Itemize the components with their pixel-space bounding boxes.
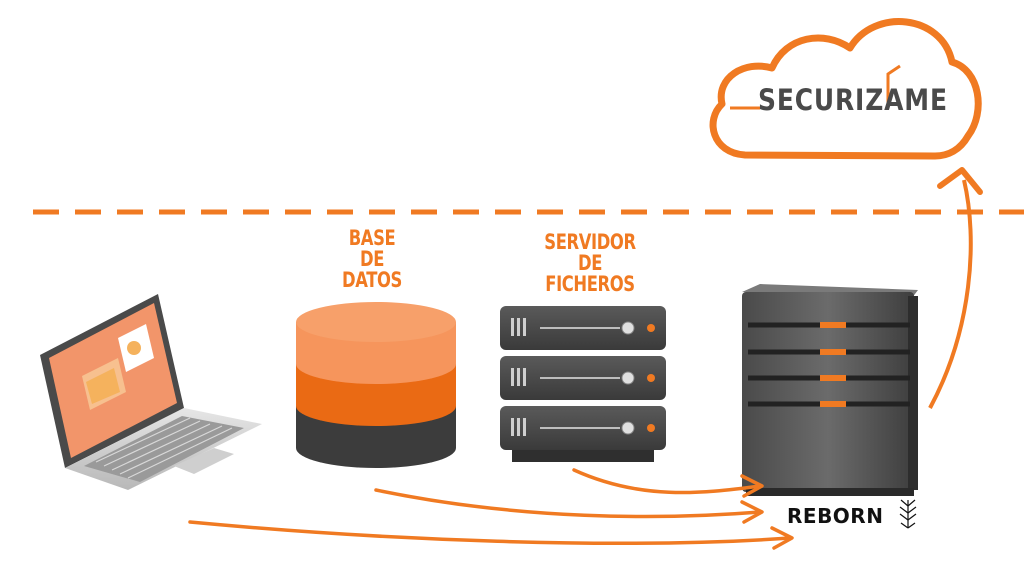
laptop-flow-arrow xyxy=(188,520,792,545)
securizame-logo: SECURIZAME xyxy=(758,83,948,117)
file-server-icon xyxy=(500,306,666,462)
file-server-label-line: FICHEROS xyxy=(545,272,635,296)
securizame-logo-mark xyxy=(730,64,901,110)
database-label-line: DATOS xyxy=(342,268,402,292)
database-label-line: BASE xyxy=(348,226,396,250)
laptop-icon xyxy=(40,294,262,490)
file-server-flow-arrow xyxy=(572,468,762,495)
upload-arrow-to-cloud xyxy=(928,167,983,409)
database-icon xyxy=(296,302,456,468)
database-label-line: DE xyxy=(359,247,385,271)
tower-server-icon xyxy=(742,284,918,496)
database-flow-arrow xyxy=(374,488,762,519)
database-label: BASE DE DATOS xyxy=(333,228,411,291)
file-server-label-line: SERVIDOR xyxy=(544,230,636,254)
flow-arrows xyxy=(188,468,794,550)
reborn-logo-mark xyxy=(899,499,917,529)
file-server-label-line: DE xyxy=(577,251,603,275)
reborn-logo: REBORN xyxy=(787,504,884,528)
cloud-icon xyxy=(709,18,982,160)
file-server-label: SERVIDOR DE FICHEROS xyxy=(535,232,644,295)
